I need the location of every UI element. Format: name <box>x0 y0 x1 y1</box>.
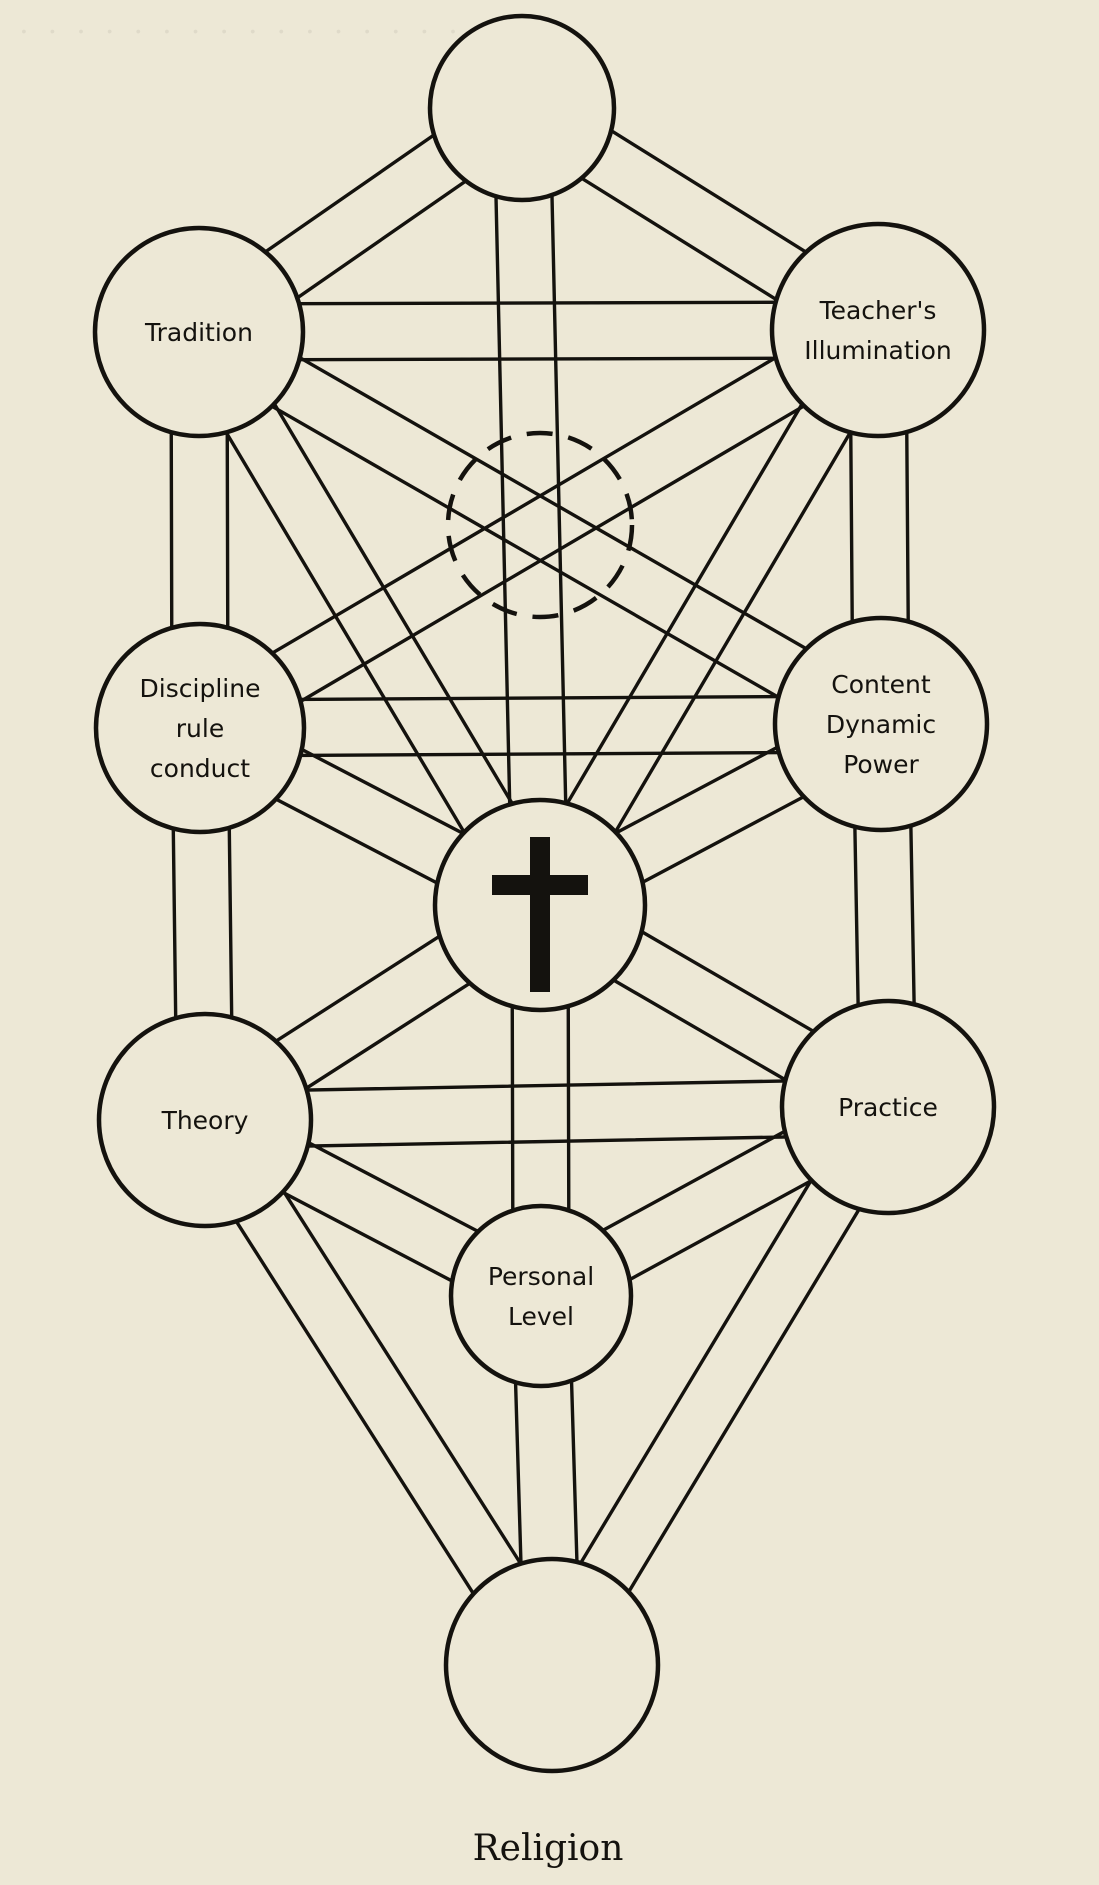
path-teachers-illumination-to-discipline <box>184 304 894 754</box>
circle-outline <box>769 221 987 439</box>
node-label-line: Practice <box>838 1093 938 1122</box>
path-edge-line <box>179 1133 531 1682</box>
path-edge-line <box>202 1077 890 1094</box>
circle-outline <box>779 998 997 1216</box>
path-edge-line <box>198 694 883 702</box>
path-edge-line <box>562 342 904 921</box>
cross-icon <box>492 837 588 992</box>
node-label-line: Level <box>508 1302 574 1331</box>
path-tradition-to-content <box>183 306 897 750</box>
node-center-cross <box>432 797 648 1013</box>
dashed-circle-outline <box>445 430 635 620</box>
figure-caption: Religion <box>473 1828 624 1869</box>
path-theory-to-foundation <box>179 1103 578 1682</box>
path-edge-line <box>574 1119 914 1682</box>
node-hidden <box>445 430 635 620</box>
node-foundation <box>443 1556 661 1774</box>
node-practice: Practice <box>779 998 997 1216</box>
node-label-line: Teacher's <box>819 296 937 325</box>
node-theory: Theory <box>96 1011 314 1229</box>
node-crown <box>427 13 617 203</box>
node-label-line: rule <box>176 714 224 743</box>
node-label-line: Theory <box>161 1106 249 1135</box>
node-label-line: Illumination <box>804 336 951 365</box>
path-edge-line <box>212 352 894 754</box>
path-edge-line <box>183 354 869 750</box>
circle-outline <box>448 1203 634 1389</box>
path-edge-line <box>184 304 866 706</box>
path-edge-line <box>526 1090 866 1653</box>
path-edge-line <box>197 300 880 306</box>
circle-outline <box>92 225 306 439</box>
path-edge-line <box>211 306 897 702</box>
node-label-line: Power <box>843 750 919 779</box>
paths-layer <box>169 82 918 1682</box>
path-tradition-to-teachers-illumination <box>197 300 880 362</box>
node-discipline: Discipline rule conduct <box>93 621 307 835</box>
path-edge-line <box>173 344 518 922</box>
path-tradition-to-center-cross <box>173 315 566 922</box>
node-label-line: conduct <box>150 754 250 783</box>
path-edge-line <box>221 315 566 893</box>
path-practice-to-foundation <box>526 1090 914 1682</box>
path-edge-line <box>226 1103 578 1652</box>
node-label-line: Dynamic <box>826 710 936 739</box>
circle-outline <box>96 1011 314 1229</box>
path-edge-line <box>197 356 880 362</box>
circle-outline <box>772 615 990 833</box>
node-label-line: Personal <box>488 1262 594 1291</box>
node-label-line: Discipline <box>140 674 261 703</box>
node-label-line: Tradition <box>144 318 253 347</box>
node-tradition: Tradition <box>92 225 306 439</box>
circle-outline <box>93 621 307 835</box>
nodes-layer: Tradition Teacher'sIlluminationDiscipline… <box>92 13 997 1774</box>
circle-outline <box>427 13 617 203</box>
path-edge-line <box>492 106 514 908</box>
circle-outline <box>443 1556 661 1774</box>
node-label-line: Content <box>831 670 931 699</box>
